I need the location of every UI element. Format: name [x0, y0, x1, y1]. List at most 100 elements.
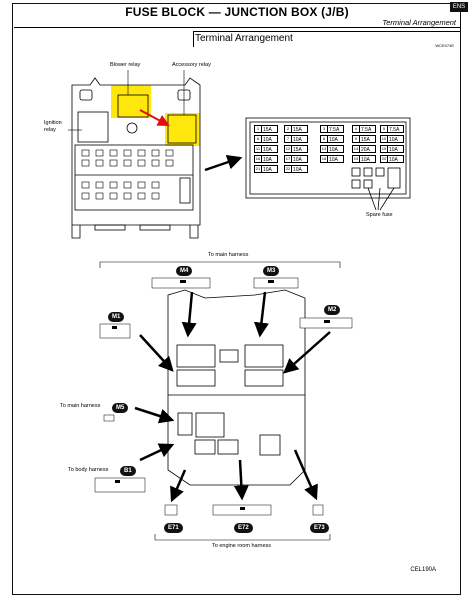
fuse-number: 3	[321, 126, 328, 132]
main-harness-bracket	[99, 261, 341, 541]
spare-fuse-label: Spare fuse	[366, 212, 393, 218]
fuse-amperage: 15A	[293, 147, 302, 153]
fuse-amperage: 7.5A	[361, 127, 372, 133]
fuse-number: 22	[285, 166, 292, 172]
accessory-relay-label: Accessory relay	[172, 62, 211, 68]
fuse-number: 10	[381, 136, 388, 142]
bottom-junction-box-outline	[167, 289, 306, 486]
ignition-relay-label: Ignition relay	[44, 120, 62, 133]
fuse-number: 16	[255, 156, 262, 162]
fuse-number: 18	[321, 156, 328, 162]
page-tag: ENS	[450, 2, 468, 12]
fuse-number: 5	[381, 126, 388, 132]
connector-pin-marks	[112, 280, 330, 510]
fuse-amperage: 7.5A	[329, 127, 340, 133]
page-subtitle: Terminal Arrangement	[382, 18, 456, 27]
accessory-relay-highlight	[165, 113, 200, 146]
fuse-number: 12	[285, 146, 292, 152]
fuse-amperage: 10A	[329, 157, 338, 163]
connector-tag-e72: E72	[234, 523, 253, 533]
top-junction-box-outline	[71, 77, 201, 239]
page-border	[12, 3, 461, 595]
page-title: FUSE BLOCK — JUNCTION BOX (J/B)	[125, 5, 349, 19]
fuse-number: 14	[353, 146, 360, 152]
fuse-number: 9	[353, 136, 360, 142]
fuse-number: 15	[381, 146, 388, 152]
fuse-amperage: 10A	[263, 137, 272, 143]
connector-tag-m5: M5	[112, 403, 129, 413]
connector-tag-e73: E73	[310, 523, 329, 533]
connector-tag-m1: M1	[108, 312, 125, 322]
section-title: Terminal Arrangement	[195, 33, 293, 44]
junction-box-fuse-slots	[81, 149, 174, 200]
top-leader-lines	[68, 70, 185, 131]
footer-code: CEL190A	[410, 567, 436, 573]
fuse-amperage: 10A	[293, 157, 302, 163]
fuse-number: 11	[255, 146, 262, 152]
fuse-number: 1	[255, 126, 262, 132]
fuse-amperage: 10A	[389, 137, 398, 143]
connector-tag-m3: M3	[263, 266, 280, 276]
fuse-number: 17	[285, 156, 292, 162]
fuse-number: 8	[321, 136, 328, 142]
fuse-amperage: 20A	[361, 147, 370, 153]
connector-pin-blocks	[94, 277, 353, 516]
fuse-layout-arrow	[204, 154, 243, 172]
connector-tag-b1: B1	[120, 466, 136, 476]
fuse-amperage: 10A	[293, 137, 302, 143]
fuse-amperage: 10A	[389, 147, 398, 153]
fuse-amperage: 15A	[263, 127, 272, 133]
header-rule	[14, 27, 460, 28]
fuse-number: 20	[381, 156, 388, 162]
fuse-number: 13	[321, 146, 328, 152]
fuse-number: 2	[285, 126, 292, 132]
fuse-number: 19	[353, 156, 360, 162]
connector-arrows	[134, 291, 331, 503]
connector-tag-e71: E71	[164, 523, 183, 533]
fuse-amperage: 10A	[329, 137, 338, 143]
to-body-harness-label: To body harness	[68, 467, 109, 473]
fuse-amperage: 10A	[329, 147, 338, 153]
fuse-layout-panel	[245, 117, 411, 211]
fuse-amperage: 10A	[263, 147, 272, 153]
fuse-amperage: 7.5A	[389, 127, 400, 133]
fuse-number: 21	[255, 166, 262, 172]
figure-code: WCE074E	[435, 43, 454, 48]
fuse-amperage: 10A	[263, 157, 272, 163]
connector-tag-m4: M4	[176, 266, 193, 276]
fuse-number: 4	[353, 126, 360, 132]
fuse-amperage: 15A	[293, 127, 302, 133]
to-main-harness-side-label: To main harness	[60, 403, 101, 409]
red-arrow	[139, 109, 170, 126]
connector-tag-m2: M2	[324, 305, 341, 315]
fuse-amperage: 10A	[361, 157, 370, 163]
fuse-amperage: 10A	[293, 167, 302, 173]
section-title-frame	[193, 31, 461, 47]
to-engine-room-harness-label: To engine room harness	[212, 543, 272, 549]
fuse-amperage: 10A	[263, 167, 272, 173]
fuse-number: 7	[285, 136, 292, 142]
fuse-number: 6	[255, 136, 262, 142]
fuse-amperage: 15A	[361, 137, 370, 143]
